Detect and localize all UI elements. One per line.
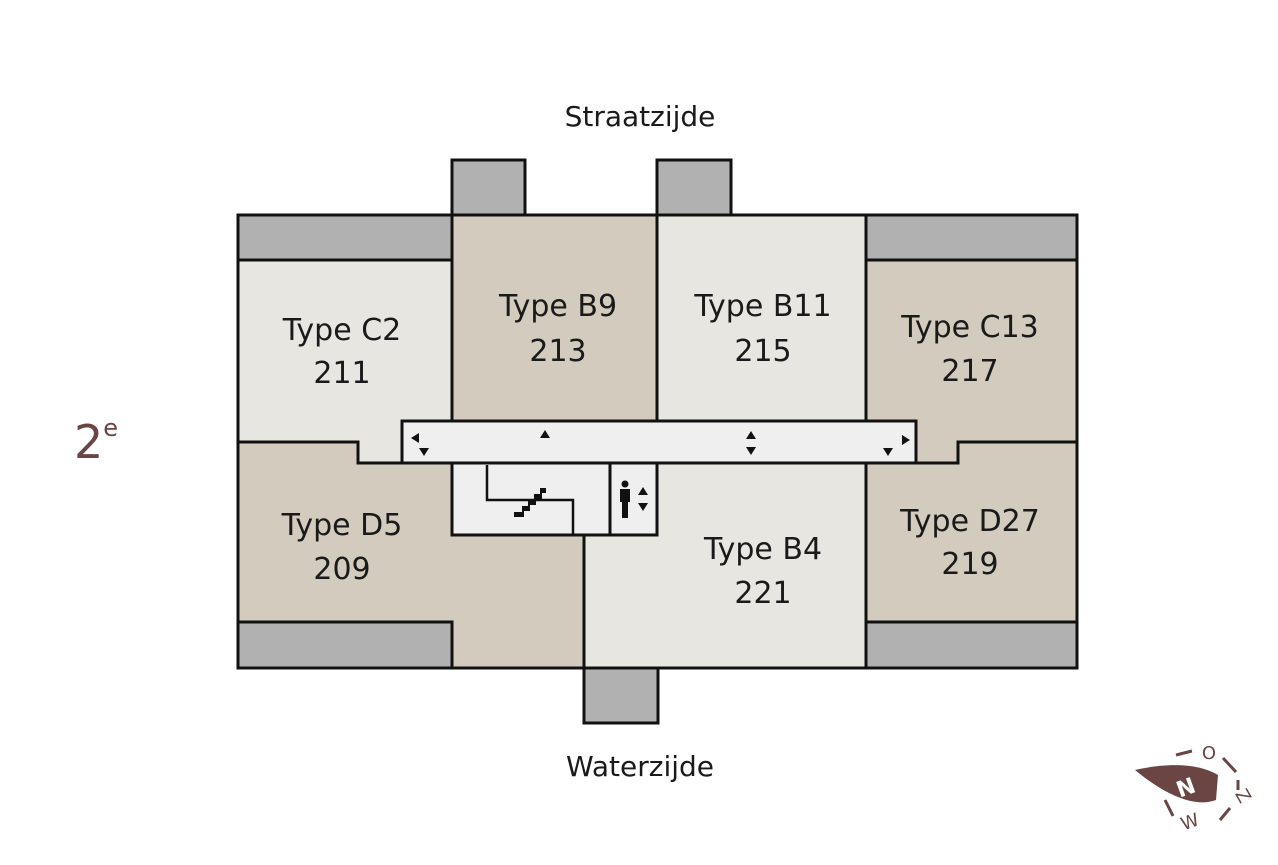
- direction-arrows: [411, 430, 910, 456]
- svg-text:O: O: [1202, 743, 1216, 764]
- unit-type-label: Type D27: [899, 504, 1040, 539]
- unit-type-label: Type B11: [693, 289, 831, 324]
- svg-text:W: W: [1178, 809, 1202, 835]
- unit-type-label: Type C13: [900, 310, 1039, 345]
- balcony: [236, 620, 454, 670]
- unit-type-label: Type C2: [282, 313, 401, 348]
- water-side-label: Waterzijde: [566, 750, 714, 783]
- unit-type-label: Type B9: [498, 289, 617, 324]
- floor-number: 2e: [74, 414, 118, 469]
- balcony: [582, 666, 660, 725]
- unit-number-label: 217: [941, 354, 998, 389]
- balcony: [864, 620, 1079, 670]
- street-side-label: Straatzijde: [565, 100, 716, 133]
- unit-number-label: 211: [313, 356, 370, 391]
- unit-type-label: Type D5: [281, 508, 403, 543]
- corridor: [400, 419, 918, 465]
- elevator: [608, 461, 659, 537]
- balcony: [864, 213, 1079, 262]
- unit-number-label: 213: [529, 334, 586, 369]
- unit-213[interactable]: [450, 213, 659, 423]
- balcony: [236, 213, 454, 262]
- balcony: [655, 158, 733, 217]
- balcony: [450, 158, 527, 217]
- elevator-person-icon: [620, 480, 630, 518]
- stairs-icon: [514, 488, 546, 517]
- unit-type-label: Type B4: [703, 532, 822, 567]
- compass-icon: N O Z W: [1135, 743, 1255, 835]
- building-outline: [236, 213, 1079, 670]
- unit-number-label: 221: [734, 576, 791, 611]
- unit-number-label: 215: [734, 334, 791, 369]
- svg-text:Z: Z: [1230, 786, 1254, 807]
- unit-number-label: 209: [313, 552, 370, 587]
- unit-number-label: 219: [941, 547, 998, 582]
- elevator-arrows-icon: [638, 487, 648, 511]
